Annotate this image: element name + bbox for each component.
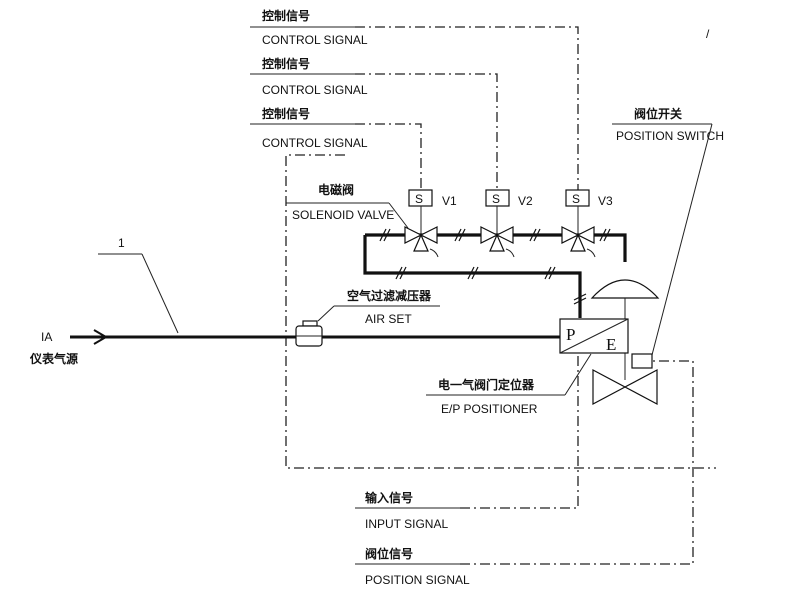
instrument-air-cn: 仪表气源: [29, 351, 78, 366]
three-way-valve-icon: [561, 226, 595, 252]
three-way-valve-icon: [480, 226, 514, 252]
valve-tag: V3: [598, 194, 613, 208]
positioner-e: E: [606, 335, 616, 354]
flow-arrow-icon: [93, 329, 108, 345]
solenoid-valve-cn: 电磁阀: [318, 182, 354, 197]
input-signal-en: INPUT SIGNAL: [365, 517, 448, 531]
solenoid-valve-v1: S V1: [404, 189, 457, 258]
air-set-cn: 空气过滤减压器: [347, 288, 432, 303]
input-signal-line: [460, 353, 579, 509]
position-switch-box: [631, 353, 653, 369]
pneumatic-line-ticks: [379, 228, 611, 305]
control-signal-en: CONTROL SIGNAL: [262, 136, 368, 150]
exhaust-arrow-icon: [586, 248, 596, 258]
position-switch-cn: 阀位开关: [634, 106, 682, 121]
leader-number: 1: [118, 236, 125, 250]
control-signal-cn: 控制信号: [262, 106, 310, 121]
control-signal-en: CONTROL SIGNAL: [262, 33, 368, 47]
diaphragm-actuator-icon: [590, 279, 660, 299]
pneumatic-tubing: [363, 233, 627, 318]
solenoid-coil-letter: S: [572, 192, 580, 206]
control-signal-en: CONTROL SIGNAL: [262, 83, 368, 97]
air-supply-line: [70, 329, 560, 345]
positioner-cn: 电一气阀门定位器: [438, 377, 535, 392]
position-switch-label: 阀位开关 POSITION SWITCH: [612, 106, 724, 356]
solenoid-coil-letter: S: [415, 192, 423, 206]
valve-tag: V2: [518, 194, 533, 208]
air-set-en: AIR SET: [365, 312, 412, 326]
control-signal-line-v2: [355, 73, 498, 190]
margin-mark: /: [706, 27, 710, 41]
equipment-boundary: [285, 154, 716, 469]
position-signal-line: [460, 360, 694, 565]
air-set: 空气过滤减压器 AIR SET: [295, 288, 440, 347]
position-signal: 阀位信号 POSITION SIGNAL: [355, 360, 694, 587]
positioner-p: P: [566, 325, 575, 344]
control-signal-label-3: 控制信号 CONTROL SIGNAL: [250, 106, 368, 150]
solenoid-valve-en: SOLENOID VALVE: [292, 208, 394, 222]
control-signal-label-1: 控制信号 CONTROL SIGNAL: [250, 8, 368, 47]
control-signal-line-v1: [355, 123, 422, 190]
control-signal-cn: 控制信号: [262, 8, 310, 23]
solenoid-valve-v2: S V2: [480, 189, 533, 258]
three-way-valve-icon: [404, 226, 438, 252]
regulator-knob-icon: [302, 320, 318, 327]
instrument-air-label: IA 仪表气源: [29, 330, 78, 366]
position-signal-cn: 阀位信号: [365, 546, 413, 561]
solenoid-valve-v3: S V3: [561, 189, 613, 258]
input-signal: 输入信号 INPUT SIGNAL: [355, 353, 579, 531]
control-valve-assembly: [590, 279, 660, 405]
input-signal-cn: 输入信号: [365, 490, 413, 505]
control-signal-line-v3: [355, 26, 579, 190]
solenoid-valve-label: 电磁阀 SOLENOID VALVE: [286, 182, 409, 229]
leader-1: 1: [98, 236, 179, 334]
control-signal-cn: 控制信号: [262, 56, 310, 71]
globe-valve-body-icon: [592, 369, 658, 405]
instrument-air-en: IA: [41, 330, 52, 344]
control-signal-label-2: 控制信号 CONTROL SIGNAL: [250, 56, 368, 97]
solenoid-coil-letter: S: [492, 192, 500, 206]
exhaust-arrow-icon: [505, 248, 515, 258]
position-signal-en: POSITION SIGNAL: [365, 573, 470, 587]
valve-tag: V1: [442, 194, 457, 208]
position-switch-en: POSITION SWITCH: [616, 129, 724, 143]
positioner-en: E/P POSITIONER: [441, 402, 538, 416]
exhaust-arrow-icon: [429, 248, 439, 258]
ep-positioner: P E 电一气阀门定位器 E/P POSITIONER: [426, 318, 629, 416]
